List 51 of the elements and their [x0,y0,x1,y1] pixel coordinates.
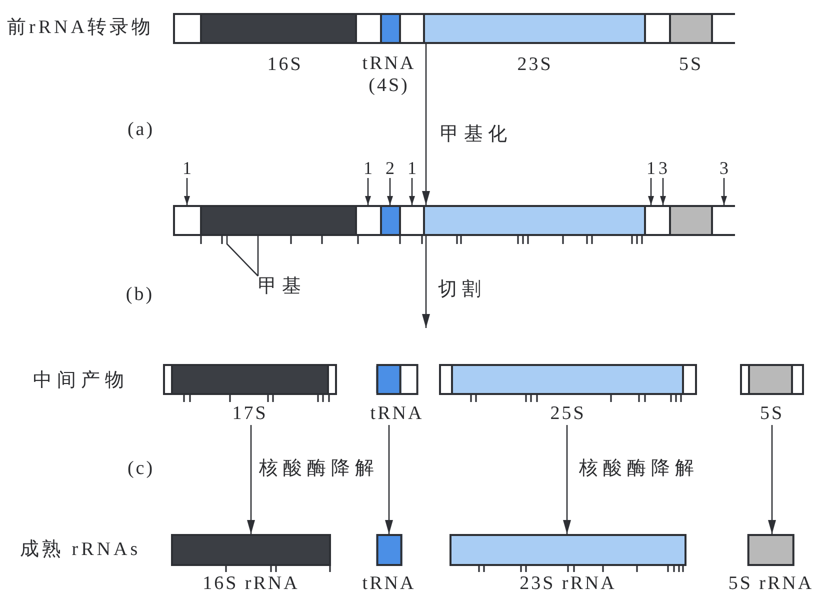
arrow [563,425,571,534]
leader-line [226,234,258,276]
step-label: (b) [126,284,154,306]
cleavage-arrow [365,178,371,205]
rna-strand [173,205,735,236]
rna-strand [173,13,735,44]
row-label: 成熟 rRNAs [20,539,141,561]
site-number: 3 [720,158,728,178]
fragment-label: 5S rRNA [728,573,814,595]
segment-label: 23S [517,54,553,76]
fragment-label: tRNA [362,573,416,595]
step-label: (a) [127,119,155,141]
site-number: 1 [364,158,372,178]
fragment-label: 25S [550,403,586,425]
row-label: 前rRNA转录物 [7,17,154,39]
cleavage-arrow [721,178,727,205]
rna-segment [200,207,357,234]
site-number: 1 [646,158,656,178]
cleavage-arrow [184,178,190,205]
rna-segment [669,207,713,234]
step-label: (c) [127,458,155,480]
row-label: 中间产物 [33,370,129,392]
fragment-label: 23S rRNA [520,573,616,595]
arrow [247,425,255,534]
cleavage-arrow [387,178,393,205]
callout-label: 甲基 [258,276,306,298]
arrow [768,425,776,534]
rna-segment [669,15,713,42]
site-number: 1 [182,158,192,178]
rna-segment [423,207,646,234]
segment-label: 16S [267,54,303,76]
segment-label: 5S [678,54,704,76]
site-number: 1 [408,158,416,178]
fragment-label: tRNA [370,403,424,425]
rna-segment [423,15,646,42]
segment-label: tRNA (4S) [361,53,417,97]
fragment-label: 16S rRNA [202,573,300,595]
fragment-label: 5S [760,403,784,425]
leader-line [257,234,259,276]
cleavage-arrow [409,178,415,205]
site-number: 2 [386,158,394,178]
rna-segment [200,15,357,42]
arrow [422,44,430,205]
rna-segment [380,207,401,234]
fragment-label: 17S [232,403,268,425]
arrow [385,425,393,534]
rna-segment [380,15,401,42]
site-number: 3 [658,158,668,178]
cleavage-arrow [660,178,666,205]
cleavage-arrow [648,178,654,205]
arrow [422,236,430,328]
